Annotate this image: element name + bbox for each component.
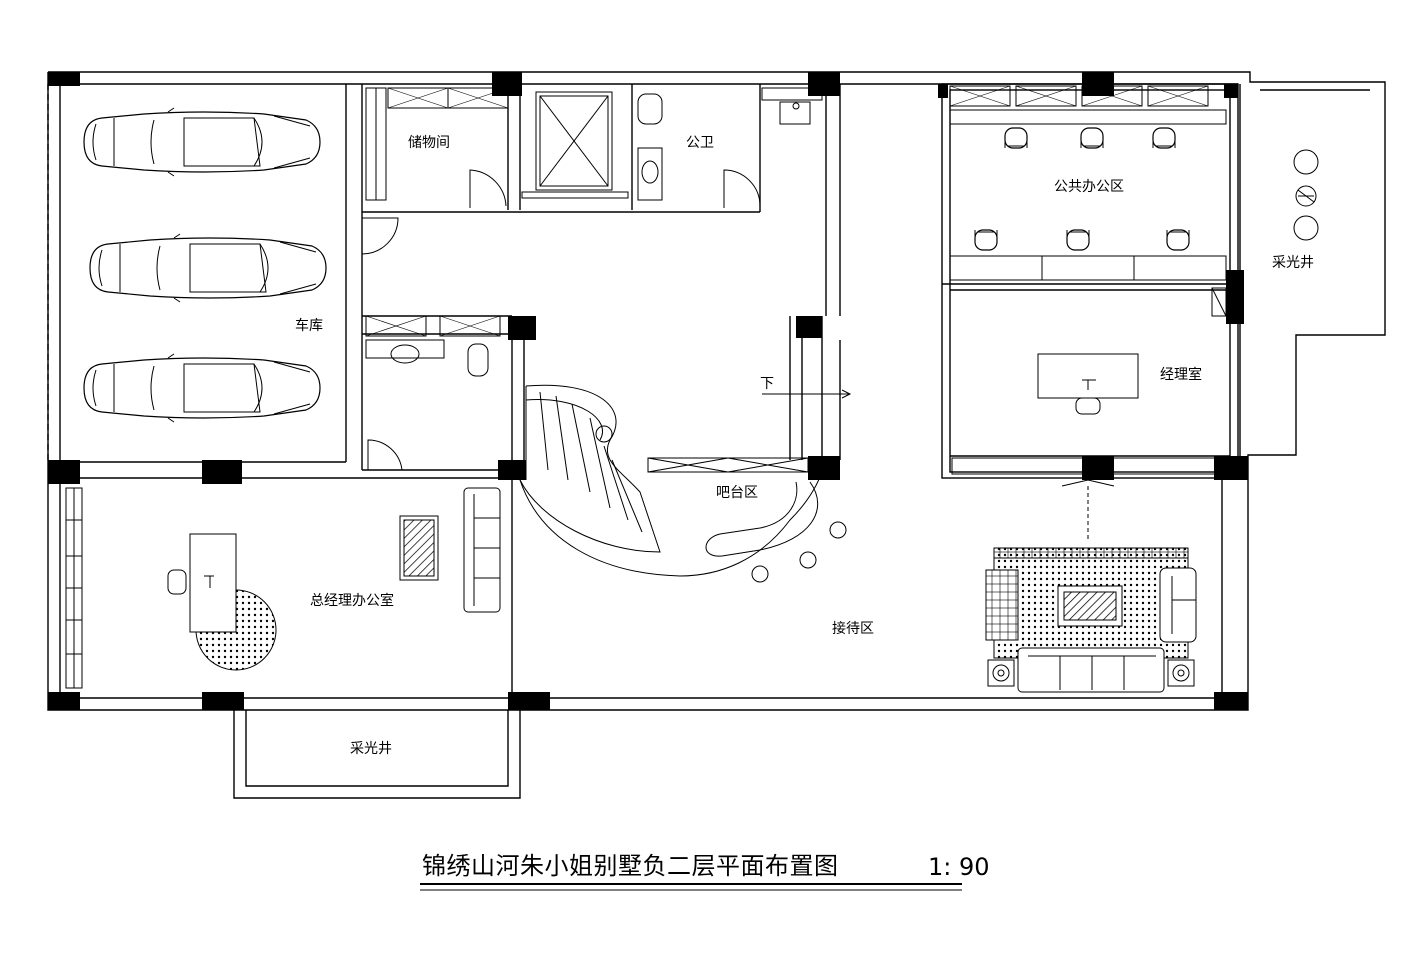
bar-counter	[647, 457, 847, 583]
reception-sofa	[985, 547, 1197, 693]
label-reception: 接待区	[832, 621, 874, 637]
manager-room	[951, 287, 1229, 542]
drawing-title: 锦绣山河朱小姐别墅负二层平面布置图	[422, 852, 839, 880]
columns	[48, 72, 1248, 710]
label-stair-down: 下	[760, 376, 774, 392]
label-public-wc: 公卫	[686, 135, 714, 151]
label-public-office: 公共办公区	[1054, 179, 1124, 195]
spiral-stair	[519, 384, 823, 577]
label-lightwell-bottom: 采光井	[350, 741, 392, 757]
label-lightwell-right: 采光井	[1272, 255, 1314, 271]
label-bar: 吧台区	[716, 485, 758, 501]
garage-cars	[83, 107, 327, 423]
label-manager-room: 经理室	[1160, 367, 1202, 383]
gm-office	[65, 487, 501, 689]
lightwell-plants	[1293, 149, 1319, 241]
label-gm-office: 总经理办公室	[310, 593, 394, 609]
walls	[47, 71, 1386, 799]
middle-wc	[365, 315, 501, 471]
upper-rooms	[361, 87, 823, 255]
drawing-scale: 1: 90	[928, 853, 990, 881]
label-storage: 储物间	[408, 135, 450, 151]
stair-down	[762, 389, 852, 399]
title-underline	[420, 883, 962, 891]
public-office	[949, 85, 1227, 281]
label-garage: 车库	[295, 318, 323, 334]
